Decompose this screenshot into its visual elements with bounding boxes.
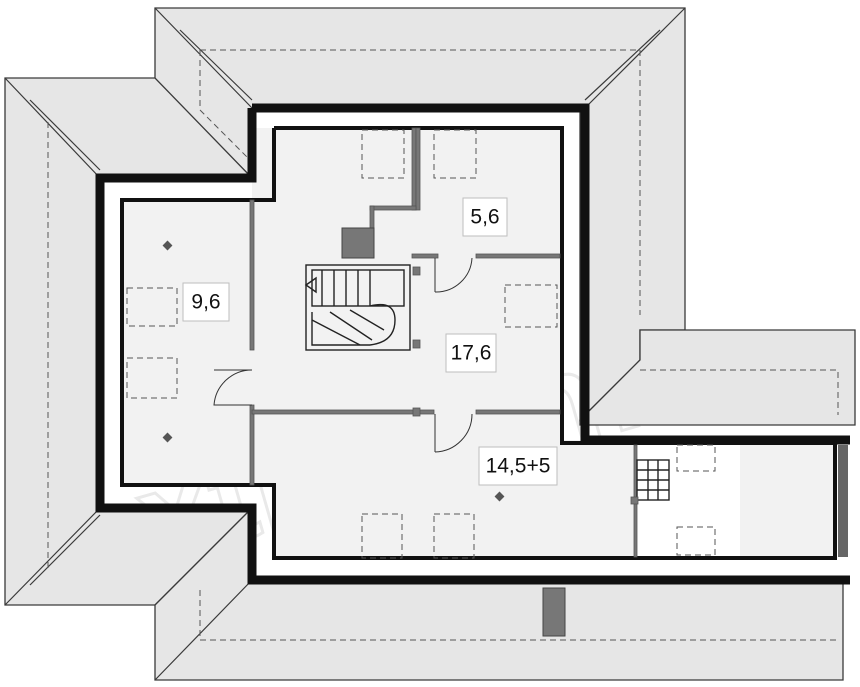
door-top-right bbox=[434, 257, 473, 293]
markers bbox=[162, 240, 505, 502]
exterior-wall bbox=[252, 103, 850, 445]
gable-wall bbox=[838, 445, 848, 557]
skylights bbox=[126, 129, 716, 559]
room-area-bedroom-bottom: 14,5+5 bbox=[486, 455, 551, 478]
inner-wall-outline bbox=[120, 126, 837, 560]
roof bbox=[4, 7, 856, 681]
interior-walls bbox=[249, 127, 638, 558]
exterior-wall-left bbox=[95, 108, 850, 585]
staircase[interactable] bbox=[304, 264, 421, 351]
chimney-bottom bbox=[542, 587, 566, 637]
doors[interactable] bbox=[213, 257, 473, 453]
room-area-hall: 17,6 bbox=[451, 342, 492, 365]
attic-ladder[interactable] bbox=[630, 459, 670, 505]
room-area-attic-left: 9,6 bbox=[191, 291, 220, 314]
room-area-bedroom-top: 5,6 bbox=[470, 206, 499, 229]
door-bottom bbox=[434, 413, 473, 453]
room-labels: 9,6 5,6 17,6 14,5+5 bbox=[182, 197, 558, 486]
door-left bbox=[213, 369, 253, 406]
roof-right bbox=[579, 329, 856, 426]
chimney-block bbox=[341, 227, 375, 259]
